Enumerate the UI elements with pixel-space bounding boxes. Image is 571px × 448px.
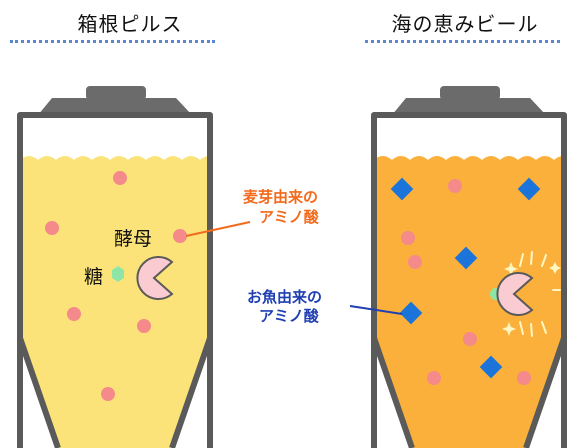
malt-amino-particle — [173, 229, 187, 243]
malt-amino-particle — [463, 332, 477, 346]
right-tank-cap — [440, 86, 500, 100]
malt-amino-particle — [401, 231, 415, 245]
yeast-cell — [136, 256, 174, 300]
malt-amino-particle — [427, 371, 441, 385]
fish-amino-particle — [399, 301, 423, 325]
sugar-molecule — [112, 266, 124, 282]
right-title-underline — [365, 40, 560, 43]
fish-amino-label-line1: お魚由来の — [247, 288, 323, 306]
right-tank-lid — [392, 98, 546, 115]
left-title-underline — [10, 40, 215, 43]
yeast-label: 酵母 — [114, 228, 153, 250]
left-tank-title: 箱根ピルス — [77, 12, 183, 36]
yeast-cell — [496, 272, 534, 316]
malt-amino-particle — [517, 371, 531, 385]
left-tank — [17, 86, 251, 448]
malt-amino-particle — [67, 307, 81, 321]
sparkle-effect — [502, 251, 561, 337]
sugar-label: 糖 — [84, 266, 104, 288]
fish-amino-particle — [479, 355, 503, 379]
malt-amino-label-line1: 麦芽由来の — [243, 188, 319, 206]
left-beer-liquid — [20, 156, 210, 448]
malt-amino-particle — [448, 179, 462, 193]
malt-callout-line — [185, 221, 251, 237]
right-tank — [349, 86, 567, 448]
fish-amino-label-line2: アミノ酸 — [259, 307, 319, 325]
malt-amino-particle — [408, 255, 422, 269]
right-tank-title: 海の恵みビール — [391, 12, 539, 36]
fish-callout-line — [349, 305, 403, 315]
malt-amino-particle — [101, 387, 115, 401]
left-tank-cap — [86, 86, 146, 100]
left-tank-lid — [38, 98, 192, 115]
malt-amino-particle — [113, 171, 127, 185]
malt-amino-particle — [137, 319, 151, 333]
malt-amino-label-line2: アミノ酸 — [259, 208, 319, 226]
malt-amino-particle — [45, 221, 59, 235]
